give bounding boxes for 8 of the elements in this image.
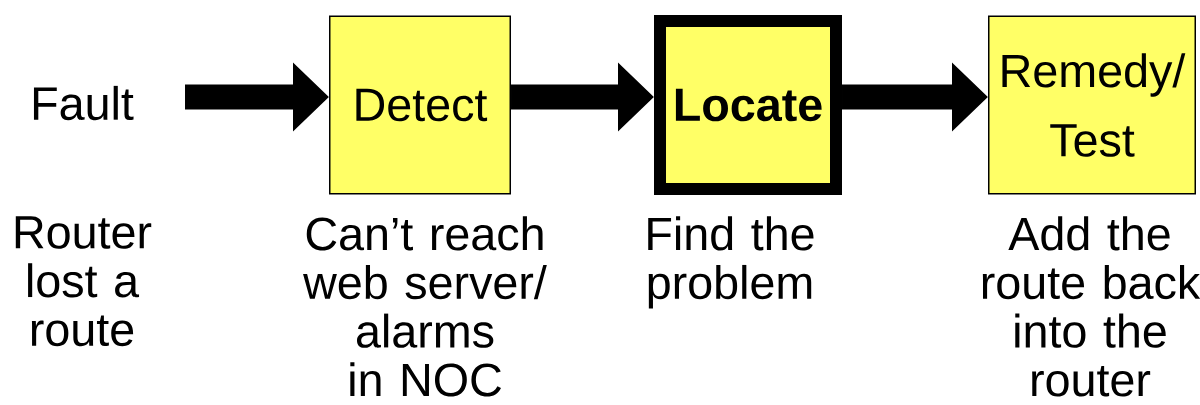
- step-box: Remedy/ Test: [988, 15, 1196, 195]
- description-text: Can’t reach web server/ alarms in NOC: [303, 216, 547, 397]
- description-text: Add the route back into the router: [982, 216, 1200, 397]
- step-box: Locate: [654, 15, 842, 195]
- fault-label: Fault: [33, 85, 134, 121]
- description-text: Router lost a route: [15, 216, 152, 347]
- description-text: Find the problem: [648, 216, 814, 309]
- step-box: Detect: [329, 15, 511, 195]
